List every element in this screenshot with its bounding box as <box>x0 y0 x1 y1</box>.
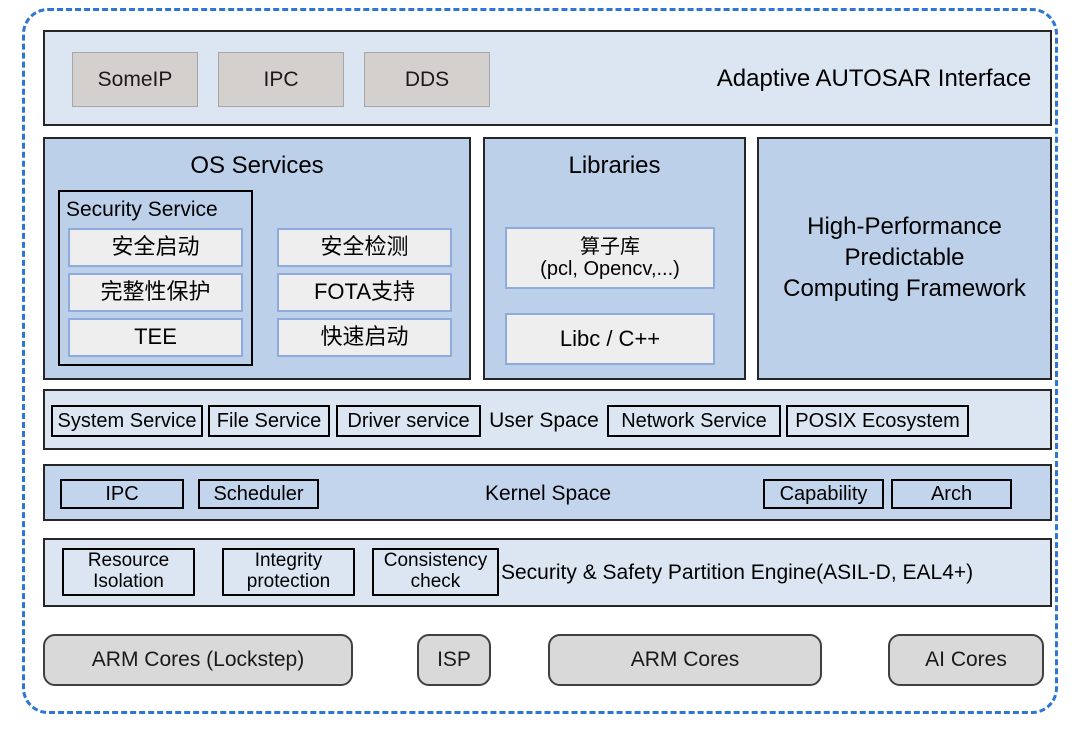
security-safety-panel <box>43 538 1052 607</box>
outer-dashed-frame <box>22 8 1058 714</box>
os-service-item-fota-label: FOTA支持 <box>313 279 416 305</box>
kernel-space-title: Kernel Space <box>470 479 626 509</box>
chip-ipc-label: IPC <box>263 67 299 91</box>
adaptive-autosar-title-text: Adaptive AUTOSAR Interface <box>716 65 1032 92</box>
hardware-core-ai[interactable]: AI Cores <box>888 634 1044 686</box>
chip-someip[interactable]: SomeIP <box>72 52 198 107</box>
os-service-item-fast-boot-label: 快速启动 <box>320 324 409 350</box>
hardware-core-ai-label: AI Cores <box>925 648 1007 671</box>
library-item-libc[interactable]: Libc / C++ <box>505 313 715 365</box>
user-space-item-posix-ecosystem-label: POSIX Ecosystem <box>795 410 960 432</box>
security-safety-item-resource-isolation[interactable]: Resource Isolation <box>62 548 195 596</box>
kernel-item-ipc[interactable]: IPC <box>60 479 184 509</box>
library-item-operator-lib-label: 算子库 (pcl, Opencv,...) <box>540 235 680 280</box>
security-item-secure-boot-label: 安全启动 <box>111 234 200 260</box>
hardware-core-isp[interactable]: ISP <box>417 634 491 686</box>
user-space-item-system-service[interactable]: System Service <box>51 405 203 437</box>
security-safety-item-consistency-check-label: Consistency check <box>383 550 488 592</box>
adaptive-autosar-panel <box>43 30 1052 126</box>
library-item-operator-lib[interactable]: 算子库 (pcl, Opencv,...) <box>505 227 715 289</box>
os-service-item-fota[interactable]: FOTA支持 <box>277 273 452 312</box>
user-space-item-driver-service-label: Driver service <box>347 410 470 432</box>
security-item-tee[interactable]: TEE <box>68 318 243 357</box>
security-service-frame <box>58 190 253 366</box>
chip-ipc[interactable]: IPC <box>218 52 344 107</box>
adaptive-autosar-title: Adaptive AUTOSAR Interface <box>700 58 1048 100</box>
kernel-item-capability[interactable]: Capability <box>763 479 884 509</box>
security-safety-item-integrity-protection[interactable]: Integrity protection <box>222 548 355 596</box>
hpc-framework-label: High-Performance Predictable Computing F… <box>757 137 1052 380</box>
user-space-item-system-service-label: System Service <box>57 410 197 432</box>
security-item-tee-label: TEE <box>134 324 177 350</box>
os-services-title-text: OS Services <box>190 152 324 179</box>
user-space-item-driver-service[interactable]: Driver service <box>336 405 481 437</box>
kernel-item-ipc-label: IPC <box>105 483 139 505</box>
libraries-title: Libraries <box>483 150 746 182</box>
libraries-title-text: Libraries <box>568 152 661 179</box>
kernel-item-scheduler[interactable]: Scheduler <box>198 479 319 509</box>
kernel-item-arch[interactable]: Arch <box>891 479 1012 509</box>
user-space-title: User Space <box>485 405 603 437</box>
security-safety-item-resource-isolation-label: Resource Isolation <box>87 550 170 592</box>
hardware-core-arm[interactable]: ARM Cores <box>548 634 822 686</box>
hardware-core-arm-lockstep-label: ARM Cores (Lockstep) <box>91 648 305 671</box>
kernel-space-title-text: Kernel Space <box>484 482 612 505</box>
chip-someip-label: SomeIP <box>97 67 173 91</box>
security-item-integrity-protection[interactable]: 完整性保护 <box>68 273 243 312</box>
security-item-integrity-protection-label: 完整性保护 <box>100 279 211 305</box>
security-service-title-text: Security Service <box>66 198 218 221</box>
user-space-item-network-service-label: Network Service <box>621 410 767 432</box>
security-safety-item-consistency-check[interactable]: Consistency check <box>372 548 499 596</box>
security-safety-item-integrity-protection-label: Integrity protection <box>246 550 331 592</box>
security-item-secure-boot[interactable]: 安全启动 <box>68 228 243 267</box>
hpc-framework-label-text: High-Performance Predictable Computing F… <box>783 213 1026 302</box>
kernel-item-scheduler-label: Scheduler <box>213 483 304 505</box>
os-service-item-fast-boot[interactable]: 快速启动 <box>277 318 452 357</box>
security-safety-title-text: Security & Safety Partition Engine(ASIL-… <box>501 561 974 584</box>
security-service-title: Security Service <box>66 198 218 222</box>
os-service-item-security-detection-label: 安全检测 <box>320 234 409 260</box>
os-services-title: OS Services <box>43 150 471 182</box>
user-space-panel <box>43 389 1052 450</box>
user-space-item-network-service[interactable]: Network Service <box>607 405 781 437</box>
library-item-libc-label: Libc / C++ <box>559 325 661 351</box>
chip-dds-label: DDS <box>404 67 450 91</box>
hpc-framework-panel <box>757 137 1052 380</box>
os-service-item-security-detection[interactable]: 安全检测 <box>277 228 452 267</box>
user-space-item-file-service[interactable]: File Service <box>208 405 330 437</box>
hardware-core-arm-label: ARM Cores <box>630 648 740 671</box>
hardware-core-arm-lockstep[interactable]: ARM Cores (Lockstep) <box>43 634 353 686</box>
hardware-core-isp-label: ISP <box>437 648 471 671</box>
user-space-item-posix-ecosystem[interactable]: POSIX Ecosystem <box>786 405 969 437</box>
security-safety-title: Security & Safety Partition Engine(ASIL-… <box>501 556 1047 590</box>
kernel-item-capability-label: Capability <box>779 483 868 505</box>
user-space-title-text: User Space <box>489 409 599 432</box>
chip-dds[interactable]: DDS <box>364 52 490 107</box>
kernel-item-arch-label: Arch <box>930 483 973 505</box>
user-space-item-file-service-label: File Service <box>216 410 322 432</box>
